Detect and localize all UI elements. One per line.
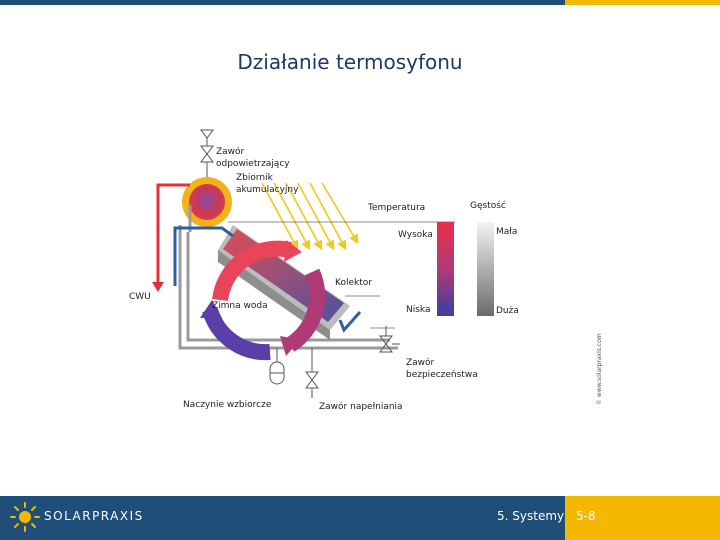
top-accent-bar-blue <box>0 0 565 5</box>
section-label: 5. Systemy <box>497 509 565 523</box>
storage-tank-icon <box>182 177 232 227</box>
expansion-vessel-icon <box>269 348 285 385</box>
hot-water-pipe <box>156 183 190 284</box>
label-safety-valve: Zawór bezpieczeństwa <box>406 358 478 380</box>
footer-yellow-band <box>565 496 720 540</box>
label-hot-water: CWU <box>129 292 151 302</box>
label-collector: Kolektor <box>335 278 372 288</box>
label-density: Gęstość <box>470 201 506 211</box>
fill-valve-icon <box>305 348 319 398</box>
sun-logo-icon <box>10 502 40 532</box>
label-low-temperature: Niska <box>406 305 431 315</box>
footer-blue-band <box>0 496 565 540</box>
collector-return-pipe <box>338 311 362 333</box>
hot-water-arrow-icon <box>152 282 164 292</box>
label-cold-water: Zimna woda <box>212 301 268 311</box>
page-number: 5-8 <box>576 509 596 523</box>
sun-rays-icon <box>261 182 359 251</box>
density-scale-bar <box>477 222 494 316</box>
safety-valve-icon <box>379 326 400 353</box>
temperature-scale-bar <box>437 222 454 316</box>
circulation-loop <box>200 240 326 361</box>
top-accent-bar-yellow <box>565 0 720 5</box>
label-expansion-vessel: Naczynie wzbiorcze <box>183 400 272 410</box>
cold-water-pipe <box>173 226 234 286</box>
slide-title: Działanie termosyfonu <box>237 50 463 74</box>
label-low-density: Mała <box>496 227 518 237</box>
label-storage-tank: Zbiornik akumulacyjny <box>236 173 299 195</box>
copyright-watermark: © www.solarpraxis.com <box>596 333 603 405</box>
label-vent-valve: Zawór odpowietrzający <box>216 147 290 169</box>
label-fill-valve: Zawór napełniania <box>319 402 403 412</box>
vent-valve-icon <box>200 129 214 178</box>
brand-name: SOLARPRAXIS <box>44 509 144 523</box>
slide-footer: SOLARPRAXIS 5. Systemy 5-8 <box>0 496 720 540</box>
label-temperature: Temperatura <box>368 203 426 213</box>
label-high-temperature: Wysoka <box>398 230 433 240</box>
leader-lines <box>228 221 455 329</box>
label-high-density: Duża <box>496 306 519 316</box>
